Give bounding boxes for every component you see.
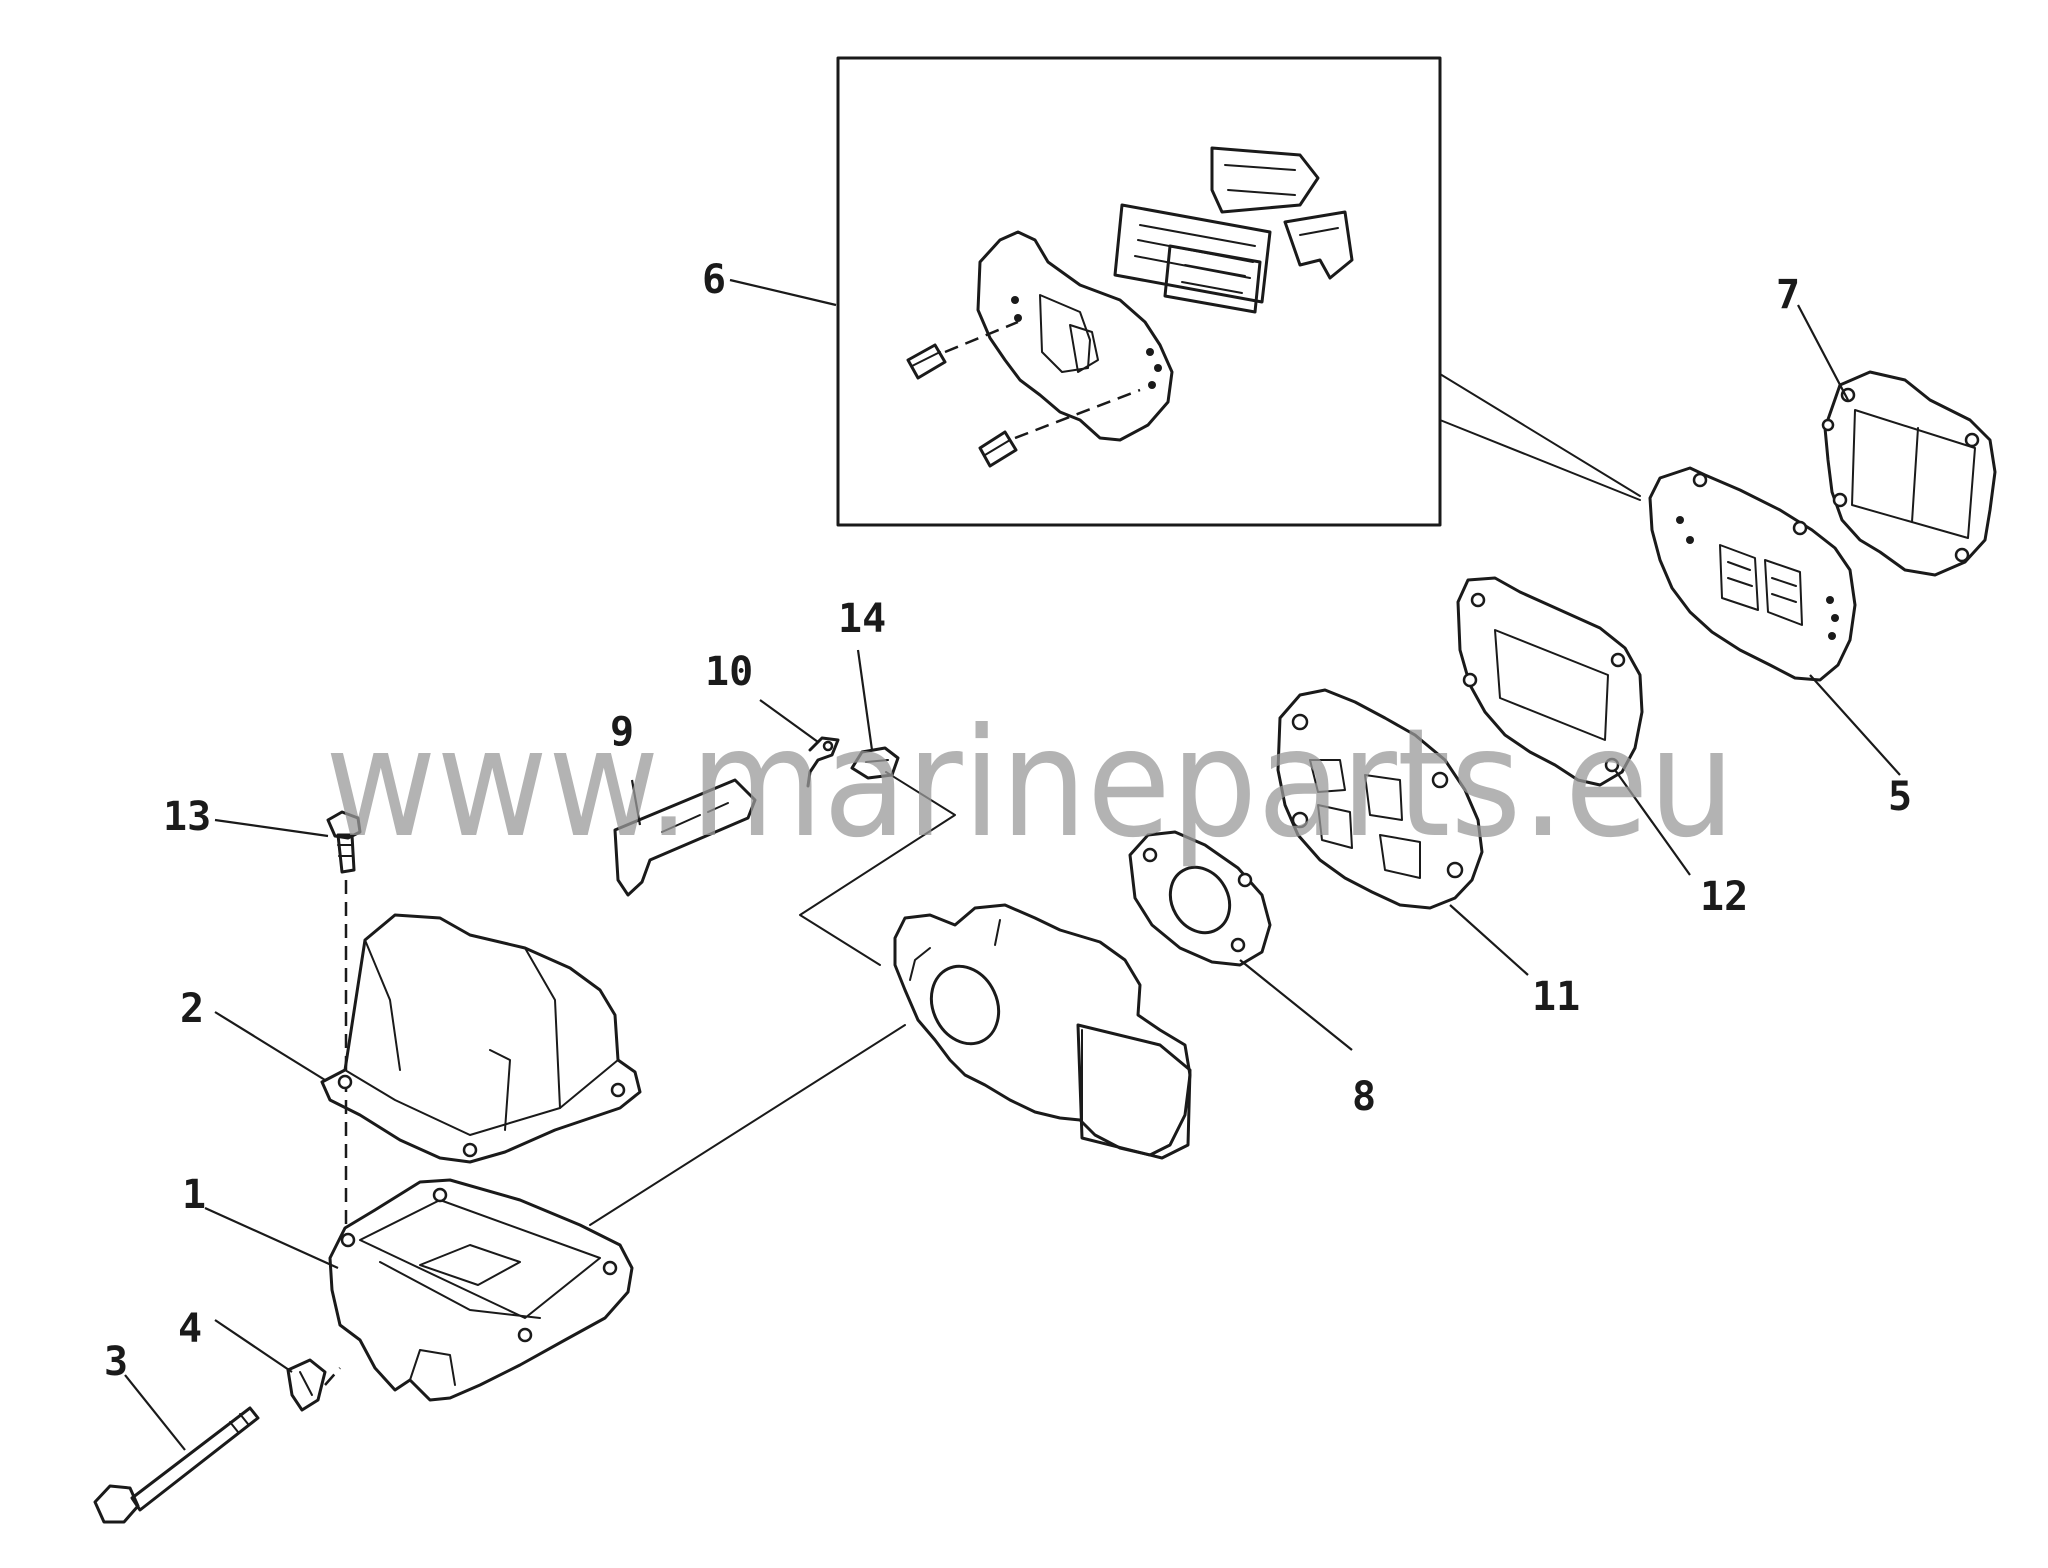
carburetor-11 — [1276, 688, 1484, 910]
gasket-8 — [1128, 830, 1272, 967]
callout-11: 11 — [1532, 974, 1580, 1020]
silencer-cover-2 — [320, 913, 642, 1164]
callout-3: 3 — [104, 1339, 128, 1385]
leader-lines — [124, 278, 1901, 1451]
callout-5: 5 — [1888, 774, 1912, 820]
screw-inset-lower — [978, 388, 1141, 468]
reed-petal-plate-front — [1113, 203, 1272, 304]
reed-stopper-top — [1210, 146, 1320, 214]
reed-petal-plate-rear — [1163, 244, 1262, 314]
screw-inset-upper — [906, 320, 1019, 380]
callout-14: 14 — [838, 596, 886, 642]
callout-4: 4 — [178, 1306, 202, 1352]
reed-plate-inset — [976, 230, 1174, 442]
callout-10: 10 — [705, 649, 753, 695]
callout-13: 13 — [163, 794, 211, 840]
clip-14 — [850, 746, 900, 780]
callout-6: 6 — [702, 257, 726, 303]
inset-detail-box — [836, 56, 1641, 527]
callout-2: 2 — [180, 986, 204, 1032]
callout-8: 8 — [1352, 1074, 1376, 1120]
watermark-text: www.marineparts.eu — [325, 697, 1735, 871]
grommet-4 — [286, 1358, 341, 1412]
screw-13 — [326, 810, 362, 874]
gasket-12 — [1456, 576, 1644, 787]
reed-stopper-small — [1283, 210, 1354, 280]
bolt-3 — [93, 1406, 260, 1524]
callout-1: 1 — [182, 1172, 206, 1218]
callout-12: 12 — [1700, 874, 1748, 920]
callout-numbers: 6 7 5 12 11 8 14 10 9 13 2 1 4 3 — [104, 257, 1912, 1385]
clip-10 — [806, 736, 840, 788]
bracket-9 — [613, 778, 757, 897]
engine-housing — [893, 903, 1192, 1160]
reed-plate-5 — [1648, 466, 1857, 682]
callout-7: 7 — [1776, 272, 1800, 318]
callout-9: 9 — [610, 709, 634, 755]
silencer-base-1 — [328, 1178, 634, 1402]
gasket-7 — [1821, 370, 1997, 577]
